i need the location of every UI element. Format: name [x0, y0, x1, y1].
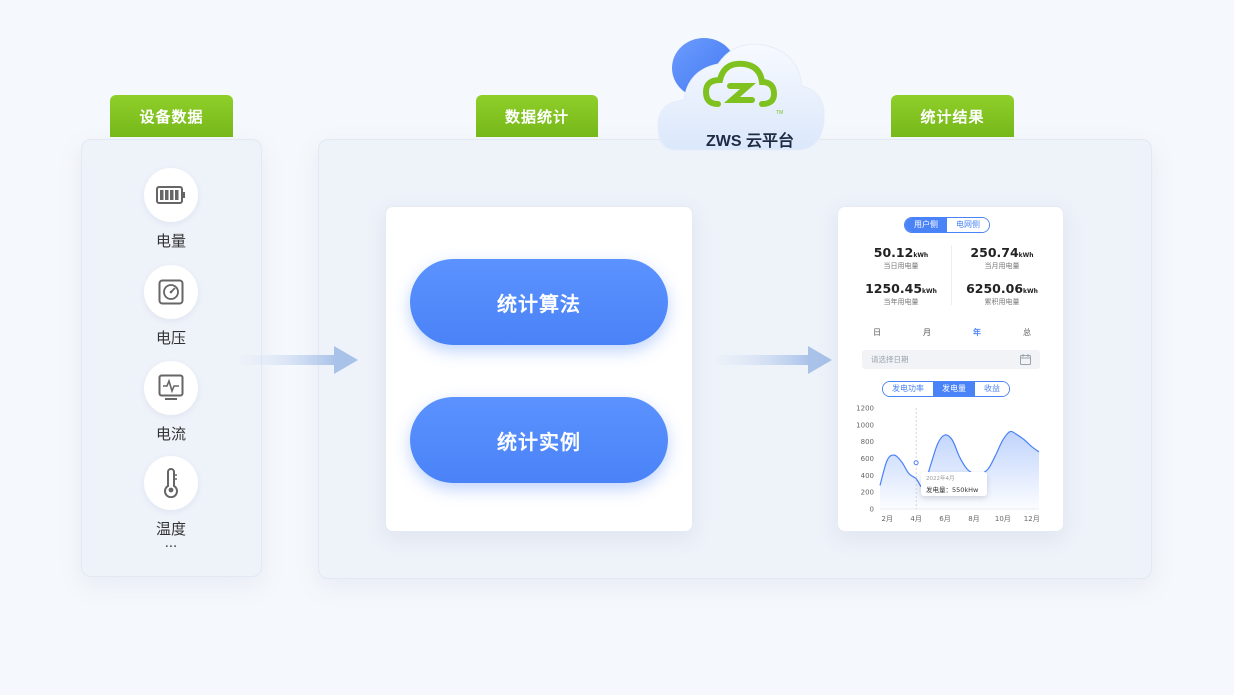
- period-day[interactable]: 日: [873, 328, 881, 337]
- tm-mark: TM: [776, 110, 783, 116]
- y-tick-label: 1000: [856, 421, 874, 429]
- tab-user-side[interactable]: 用户侧: [905, 218, 947, 232]
- x-tick-label: 4月: [910, 515, 921, 523]
- stat-year: 1250.45kWh 当年用电量: [865, 281, 937, 306]
- calendar-icon[interactable]: [1020, 354, 1031, 365]
- current-monitor-icon: [144, 361, 198, 415]
- stat-total: 6250.06kWh 累积用电量: [966, 281, 1038, 306]
- x-tick-label: 12月: [1024, 515, 1040, 523]
- device-data-tab: 设备数据: [110, 95, 233, 137]
- x-tick-label: 8月: [968, 515, 979, 523]
- tab-grid-side[interactable]: 电网侧: [947, 218, 989, 232]
- y-tick-label: 400: [861, 472, 874, 480]
- stats-divider: [951, 245, 952, 305]
- highlight-point: [913, 460, 919, 466]
- side-tabs: 用户侧 电网侧: [904, 217, 990, 233]
- chart-tooltip: 2022年4月 发电量：550kHw: [921, 472, 987, 496]
- metric-tabs: 发电功率 发电量 收益: [882, 381, 1010, 397]
- device-label-energy: 电量: [155, 232, 186, 250]
- series-area: [880, 431, 1039, 509]
- arrow-right-icon: [236, 346, 358, 374]
- y-tick-label: 200: [861, 489, 874, 497]
- thermometer-icon: [144, 456, 198, 510]
- device-item-current: 电流: [81, 361, 261, 444]
- tab-power[interactable]: 发电功率: [883, 382, 933, 396]
- device-label-voltage: 电压: [155, 329, 186, 347]
- device-label-current: 电流: [155, 425, 186, 443]
- y-tick-label: 1200: [856, 405, 874, 413]
- tooltip-title: 2022年4月: [926, 476, 955, 482]
- arrow-right-icon: [710, 346, 832, 374]
- methods-card: 统计算法 统计实例: [385, 206, 693, 532]
- period-month[interactable]: 月: [923, 328, 931, 337]
- battery-icon: [144, 168, 198, 222]
- y-tick-label: 800: [861, 438, 874, 446]
- tooltip-label: 发电量：: [926, 486, 952, 494]
- device-item-temperature: 温度 ...: [81, 456, 261, 551]
- x-tick-label: 6月: [939, 515, 950, 523]
- stat-day: 50.12kWh 当日用电量: [873, 245, 929, 270]
- tab-revenue[interactable]: 收益: [975, 382, 1009, 396]
- y-tick-label: 600: [861, 455, 874, 463]
- device-more: ...: [164, 536, 178, 551]
- x-tick-label: 2月: [881, 515, 892, 523]
- result-card: 用户侧 电网侧 50.12kWh 当日用电量 250.74kWh 当月用电量 1…: [837, 206, 1064, 532]
- x-tick-label: 10月: [995, 515, 1011, 523]
- zws-cloud-logo: TM: [657, 38, 825, 151]
- y-tick-label: 0: [870, 506, 874, 514]
- period-year[interactable]: 年: [973, 328, 981, 337]
- result-tab: 统计结果: [891, 95, 1014, 137]
- date-input[interactable]: 请选择日期: [862, 350, 1040, 369]
- period-total[interactable]: 总: [1023, 328, 1031, 337]
- stat-month: 250.74kWh 当月用电量: [970, 245, 1034, 270]
- generation-chart: 0 200 400 600 800 1000 1200 2月 4月 6月 8月 10月 12月: [856, 405, 1040, 524]
- device-item-energy: 电量: [81, 168, 261, 251]
- series-line: [879, 430, 1040, 489]
- device-label-temperature: 温度: [155, 520, 186, 538]
- voltage-meter-icon: [144, 265, 198, 319]
- algorithm-button[interactable]: 统计算法: [410, 259, 668, 345]
- platform-name: ZWS 云平台: [706, 133, 794, 150]
- instance-button[interactable]: 统计实例: [410, 397, 668, 483]
- device-item-voltage: 电压: [81, 265, 261, 348]
- device-list: 电量 电压 电流: [81, 0, 262, 695]
- tab-generation[interactable]: 发电量: [933, 382, 975, 396]
- tooltip-value: 550kHw: [952, 486, 979, 494]
- stats-tab: 数据统计: [476, 95, 598, 137]
